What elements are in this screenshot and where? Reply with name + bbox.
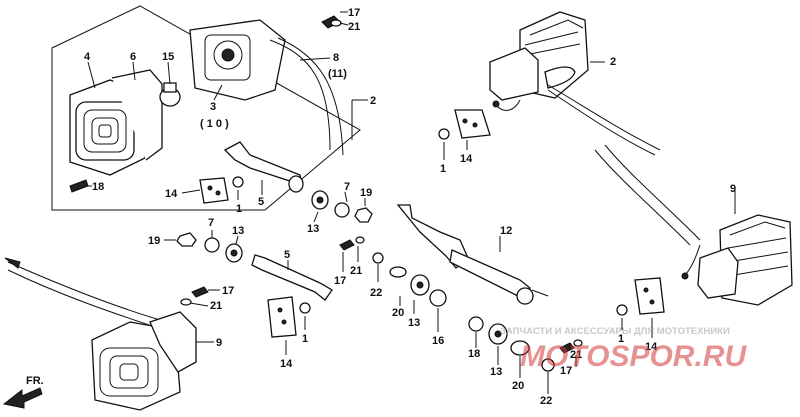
screw-18 (69, 179, 89, 193)
callout-22-middle: 22 (370, 287, 382, 299)
wire-a (269, 39, 331, 151)
callout-16: 16 (432, 335, 444, 347)
callout-19-lower: 19 (148, 235, 160, 247)
callout-1-right: 1 (618, 333, 624, 345)
plate-14-upper-right (438, 109, 491, 160)
stay-assembly-left-2 (164, 230, 333, 355)
callout-1-upper-right: 1 (440, 163, 446, 175)
callout-12: 12 (500, 225, 512, 237)
callout-13-middle: 13 (408, 317, 420, 329)
callout-14-right: 14 (645, 341, 658, 353)
callout-3: 3 (210, 101, 216, 113)
callout-13-lower-left: 13 (232, 225, 244, 237)
callout-18-lower: 18 (468, 348, 480, 360)
callout-20-lower-right: 20 (512, 380, 524, 392)
callout-9-right: 9 (730, 183, 736, 195)
callout-6: 6 (130, 51, 136, 63)
callout-5-upper: 5 (258, 196, 264, 208)
screw-17-top (321, 11, 349, 29)
callout-4: 4 (84, 51, 91, 63)
callout-20-middle: 20 (392, 307, 404, 319)
callout-10: ( 1 0 ) (200, 118, 229, 130)
callout-14-left: 14 (165, 188, 178, 200)
callout-13-lower-right: 13 (490, 366, 502, 378)
callout-11: (11) (328, 68, 347, 80)
callout-1-lower: 1 (302, 333, 308, 345)
callout-21-middle: 21 (350, 265, 362, 277)
upper-left-assembly-group (51, 5, 368, 211)
callout-5-lower: 5 (284, 249, 290, 261)
callout-18-top: 18 (92, 181, 104, 193)
callout-14-lower: 14 (280, 358, 293, 370)
callout-15: 15 (162, 51, 174, 63)
callout-labels: 4 6 15 3 ( 1 0 ) 17 21 8 (11) 2 18 2 14 … (84, 7, 736, 407)
callout-21-lower-right: 21 (570, 349, 582, 361)
callout-1-left: 1 (236, 203, 242, 215)
gasket-part (111, 69, 163, 161)
stay-12 (396, 204, 549, 305)
callout-7-lower: 7 (208, 217, 214, 229)
callout-8: 8 (333, 52, 339, 64)
nut-stack-middle (339, 236, 447, 332)
housing-part (189, 19, 286, 101)
callout-17-top: 17 (348, 7, 360, 19)
watermark: ЗАПЧАСТИ И АКСЕССУАРЫ ДЛЯ МОТОТЕХНИКИ MO… (500, 326, 747, 373)
front-arrow-label: FR. (26, 375, 44, 387)
callout-19-upper: 19 (360, 187, 372, 199)
callout-21-top: 21 (348, 21, 360, 33)
plate-14-right (616, 277, 665, 338)
callout-13-upper: 13 (307, 223, 319, 235)
callout-17-middle: 17 (334, 275, 346, 287)
watermark-brand: MOTOSPOR.RU (520, 340, 747, 373)
callout-17-lower-left: 17 (222, 285, 234, 297)
callout-21-lower-left: 21 (210, 300, 222, 312)
watermark-tagline: ЗАПЧАСТИ И АКСЕССУАРЫ ДЛЯ МОТОТЕХНИКИ (500, 326, 730, 337)
callout-2-left: 2 (370, 95, 376, 107)
callout-22-lower-right: 22 (540, 395, 552, 407)
callout-7-upper: 7 (344, 181, 350, 193)
callout-17-lower-right: 17 (560, 365, 572, 377)
right-signal (594, 144, 793, 306)
nut-stack-lower-right (468, 316, 583, 394)
callout-14-upper-right: 14 (460, 153, 473, 165)
lower-left-signal (4, 257, 220, 411)
upper-right-signal (489, 11, 661, 156)
callout-9-lower-left: 9 (216, 337, 222, 349)
callout-2-right: 2 (610, 56, 616, 68)
stay-assembly-left (181, 141, 373, 223)
bulb-part (159, 82, 181, 107)
assembly-box-outline (51, 5, 361, 211)
front-direction-arrow: FR. (2, 375, 44, 409)
wire-b (277, 37, 344, 156)
